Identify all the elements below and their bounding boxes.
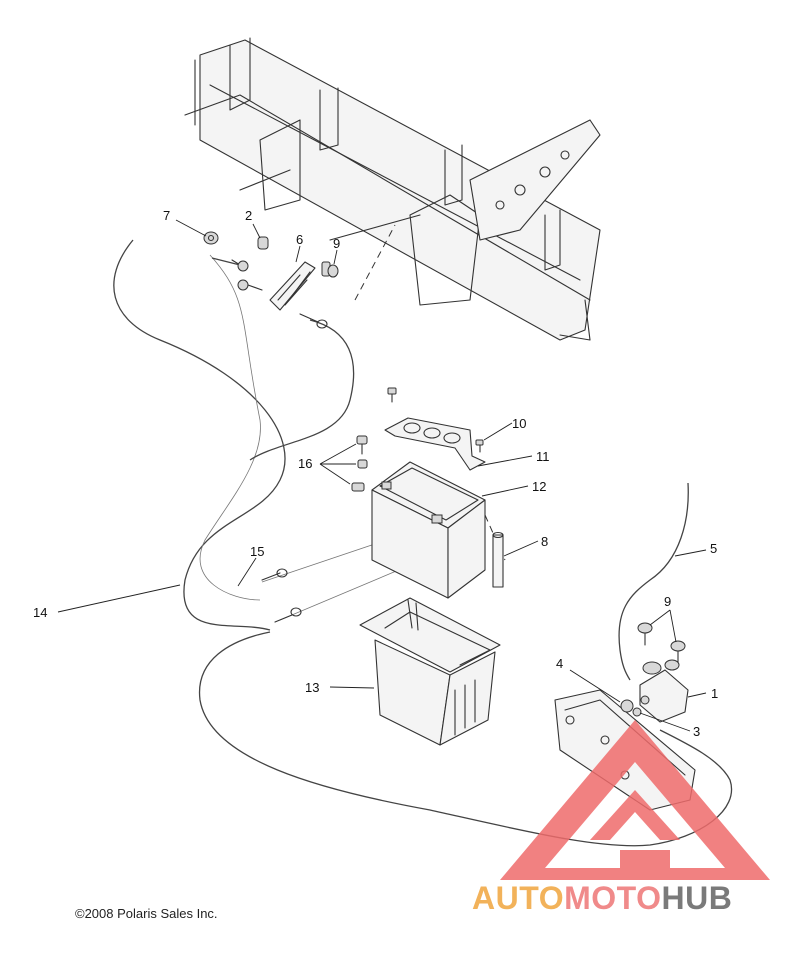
cable-5 bbox=[618, 482, 689, 681]
callout-10: 10 bbox=[512, 416, 526, 431]
callout-2: 2 bbox=[245, 208, 252, 223]
callout-14: 14 bbox=[33, 605, 47, 620]
battery-terminal bbox=[290, 607, 302, 617]
ring-terminal bbox=[316, 319, 328, 329]
cable-main-ground bbox=[198, 631, 733, 847]
cable-15 bbox=[211, 257, 355, 461]
solenoid bbox=[620, 659, 689, 723]
wordmark-auto: AUTO bbox=[472, 880, 565, 916]
nut bbox=[203, 231, 219, 245]
solenoid-bolt bbox=[670, 640, 686, 663]
screw-10 bbox=[475, 439, 484, 453]
frame-assembly bbox=[184, 37, 601, 341]
callout-12: 12 bbox=[532, 479, 546, 494]
ring-terminal bbox=[237, 260, 249, 272]
wordmark-moto: MOTO bbox=[564, 880, 662, 916]
battery-box bbox=[359, 597, 501, 746]
callout-3: 3 bbox=[693, 724, 700, 739]
bolt bbox=[327, 264, 339, 278]
callout-4: 4 bbox=[556, 656, 563, 671]
callout-6: 6 bbox=[296, 232, 303, 247]
leader-lines bbox=[57, 219, 707, 732]
callout-15: 15 bbox=[250, 544, 264, 559]
watermark-wordmark: AUTO MOTO HUB bbox=[472, 880, 732, 920]
battery-terminal bbox=[274, 614, 293, 623]
cable-14 bbox=[113, 239, 286, 631]
alignment-line bbox=[354, 224, 396, 301]
callout-9: 9 bbox=[333, 236, 340, 251]
battery-hold-down bbox=[384, 417, 486, 471]
wordmark-hub: HUB bbox=[661, 880, 733, 916]
terminal-block bbox=[269, 261, 331, 311]
terminal-bolt bbox=[356, 435, 368, 455]
callout-7: 7 bbox=[163, 208, 170, 223]
ring-terminal bbox=[299, 313, 319, 323]
bolt bbox=[237, 279, 263, 291]
callout-5: 5 bbox=[710, 541, 717, 556]
watermark-triangle-logo bbox=[500, 720, 770, 880]
callout-11: 11 bbox=[536, 449, 550, 464]
cable-14-inner bbox=[199, 254, 261, 601]
bushing bbox=[257, 236, 269, 250]
vent-tube bbox=[492, 531, 504, 588]
solenoid-bolt bbox=[637, 622, 653, 646]
callout-16: 16 bbox=[298, 456, 312, 471]
callout-8: 8 bbox=[541, 534, 548, 549]
callout-13: 13 bbox=[305, 680, 319, 695]
bolt-top bbox=[387, 387, 397, 403]
callout-9: 9 bbox=[664, 594, 671, 609]
battery-terminal bbox=[276, 568, 288, 578]
battery bbox=[371, 461, 486, 599]
copyright-notice: ©2008 Polaris Sales Inc. bbox=[75, 906, 218, 921]
terminal-nut bbox=[351, 482, 365, 492]
terminal-nut bbox=[357, 459, 368, 469]
callout-1: 1 bbox=[711, 686, 718, 701]
